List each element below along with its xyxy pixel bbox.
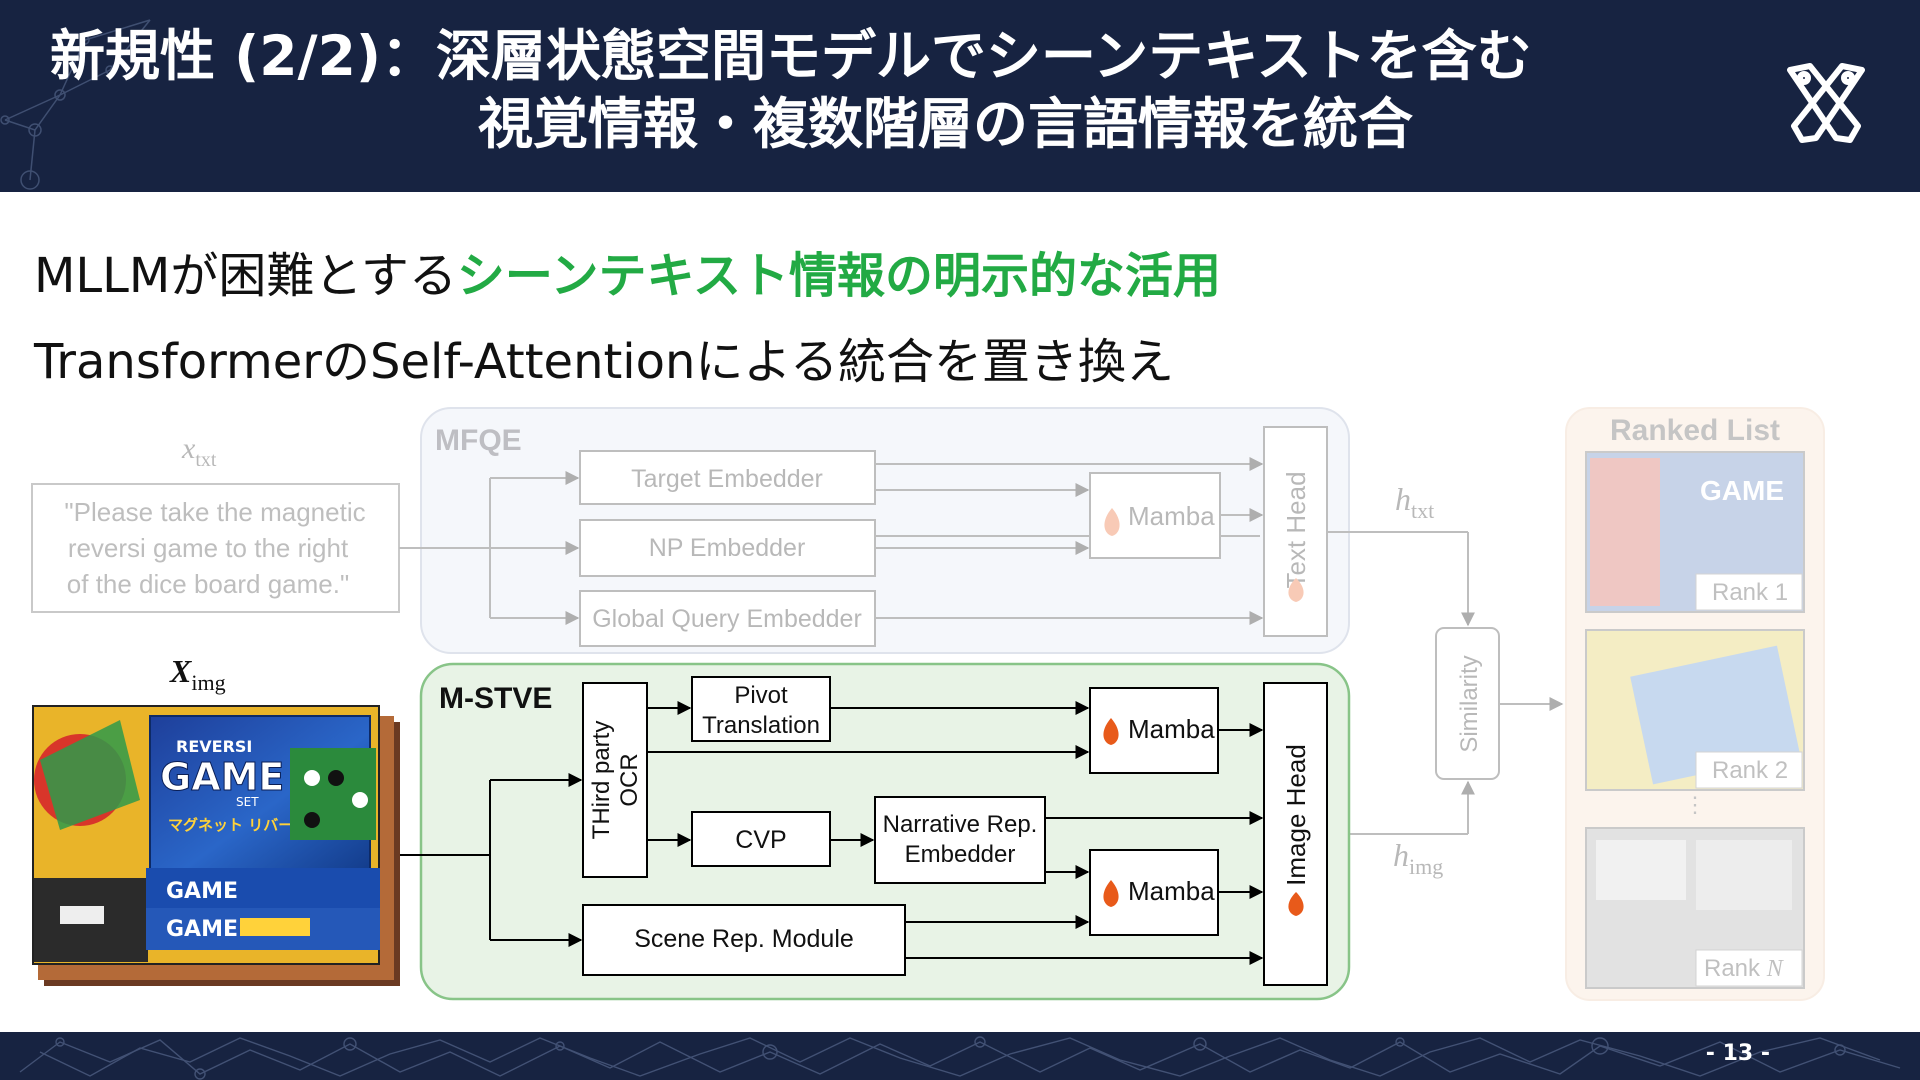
network-decoration (19, 1036, 1901, 1080)
game-box-set: SET (236, 795, 259, 809)
text-head-box (1263, 426, 1328, 637)
page-number: - 13 - (1705, 1041, 1770, 1066)
pivot-label-line-1: Pivot (734, 682, 788, 709)
input-image-stack: REVERSI GAME SET マグネット リバーシ ゲーム GAME GAM… (32, 705, 400, 986)
narrative-embedder-box (874, 796, 1046, 884)
ocr-label-line-1: THird party (588, 721, 615, 840)
game-box-brand: REVERSI (176, 737, 252, 756)
query-text-box (31, 483, 400, 613)
similarity-label: Similarity (1456, 655, 1483, 752)
ranked-list-title: Ranked List (1610, 414, 1780, 447)
image-head-box (1263, 682, 1328, 986)
target-embedder-label: Target Embedder (631, 465, 823, 493)
network-decoration (0, 19, 151, 190)
cvp-label: CVP (735, 826, 786, 854)
text-mamba-box (1089, 472, 1221, 559)
bullet-1-highlight: シーンテキスト情報の明示的な活用 (456, 248, 1222, 304)
architecture-diagram: xtxt "Please take the magnetic reversi g… (31, 407, 1825, 1001)
flame-icon (1288, 578, 1304, 602)
ranked-list-panel: Ranked List GAME Rank 1 Rank 2 ⋮ Rank N (1565, 407, 1825, 1001)
text-head-label: Text Head (1281, 471, 1311, 588)
flame-icon (1103, 718, 1119, 745)
mfqe-label: MFQE (435, 424, 522, 457)
np-embedder-box (579, 519, 876, 577)
rank-1-thumbnail: GAME Rank 1 (1585, 451, 1805, 613)
rank-1-label: Rank 1 (1712, 579, 1788, 606)
rank-2-label: Rank 2 (1712, 757, 1788, 784)
text-branch: xtxt "Please take the magnetic reversi g… (31, 407, 1564, 879)
slide-title: 新規性 (2/2)：深層状態空間モデルでシーンテキストを含む 視覚情報・複数階層… (50, 22, 1770, 158)
scene-rep-module-box (582, 904, 906, 976)
rank-n-label: Rank N (1704, 955, 1785, 982)
image-mamba-top-label: Mamba (1128, 714, 1215, 744)
bullet-scene-text: MLLMが困難とするシーンテキスト情報の明示的な活用 (34, 236, 1221, 306)
pivot-translation-box (691, 676, 831, 742)
reversi-board (290, 748, 376, 840)
mstve-module: M-STVE THird party OCR Pivot Translation… (400, 662, 1351, 1001)
global-query-embedder-label: Global Query Embedder (592, 605, 862, 633)
target-embedder-box (579, 450, 876, 505)
ocr-label-line-2: OCR (616, 753, 643, 806)
crossed-tools-icon (1787, 63, 1865, 143)
svg-text:GAME: GAME (1700, 475, 1784, 506)
narrative-label-line-2: Embedder (905, 841, 1016, 868)
query-text-line-3: of the dice board game." (67, 569, 349, 599)
x-img-label: Ximg (169, 653, 226, 695)
query-text-line-2: reversi game to the right (68, 533, 349, 563)
slide-title-line-2: 視覚情報・複数階層の言語情報を統合 (478, 92, 1414, 156)
x-txt-label: xtxt (181, 432, 217, 471)
similarity-box (1435, 627, 1500, 780)
text-mamba-label: Mamba (1128, 501, 1215, 531)
slide-header: 新規性 (2/2)：深層状態空間モデルでシーンテキストを含む 視覚情報・複数階層… (0, 0, 1920, 192)
game-box-word: GAME (160, 755, 284, 799)
mfqe-module (420, 407, 1350, 654)
ocr-box (582, 682, 648, 878)
slide-title-line-1: 新規性 (2/2)：深層状態空間モデルでシーンテキストを含む (50, 24, 1532, 88)
bullet-1-prefix: MLLMが困難とする (34, 248, 457, 304)
np-embedder-label: NP Embedder (649, 534, 806, 562)
rank-2-thumbnail: Rank 2 (1585, 629, 1805, 791)
cvp-box (691, 811, 831, 867)
image-mamba-bottom-label: Mamba (1128, 876, 1215, 906)
h-img-label: himg (1393, 837, 1443, 879)
scene-rep-label: Scene Rep. Module (634, 925, 854, 953)
image-head-label: Image Head (1281, 744, 1311, 886)
mstve-label: M-STVE (439, 682, 552, 715)
svg-text:GAME: GAME (166, 879, 238, 904)
slide-footer: - 13 - (0, 1032, 1920, 1080)
narrative-label-line-1: Narrative Rep. (883, 811, 1038, 838)
h-txt-label: htxt (1395, 481, 1434, 523)
flame-icon (1103, 880, 1119, 907)
global-query-embedder-box (579, 590, 876, 647)
rank-n-thumbnail: Rank N (1585, 827, 1805, 989)
ellipsis-dots: ⋮ (1684, 792, 1706, 817)
flame-icon (1104, 508, 1120, 536)
bullet-replace-attention: TransformerのSelf-Attentionによる統合を置き換え (34, 334, 1174, 390)
pivot-label-line-2: Translation (702, 712, 820, 739)
flame-icon (1288, 892, 1304, 916)
query-text-line-1: "Please take the magnetic (64, 497, 365, 527)
svg-text:GAME: GAME (166, 917, 238, 942)
